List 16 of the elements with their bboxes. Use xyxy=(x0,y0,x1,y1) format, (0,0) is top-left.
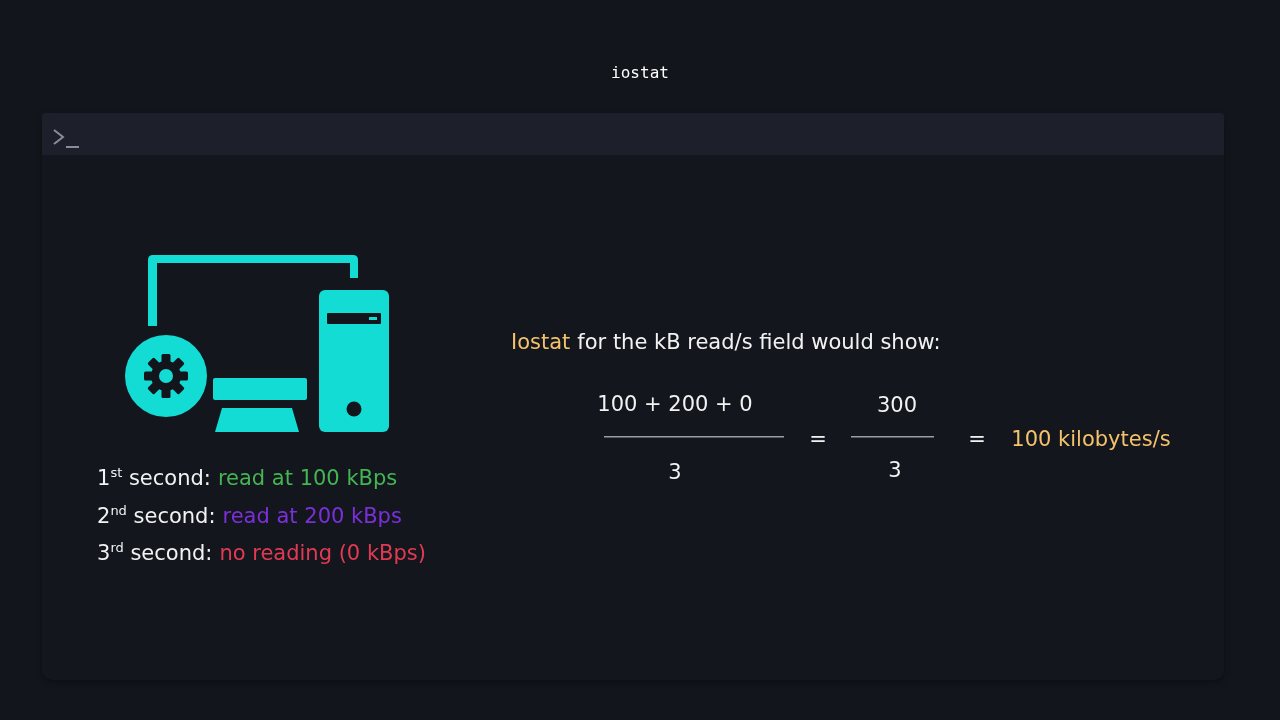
result-value: 100 kilobytes/s xyxy=(1011,426,1171,452)
step-label: 1$^{st}$ second: xyxy=(97,465,211,491)
equals-sign: = xyxy=(809,426,827,452)
step-label: 3$^{rd}$ second: xyxy=(97,540,213,566)
command-name: Iostat xyxy=(511,329,571,355)
reading-value: read at 200 kBps xyxy=(222,503,402,529)
numerator: 300 xyxy=(876,392,918,418)
denominator: 3 xyxy=(668,459,682,485)
equals-sign: = xyxy=(968,426,986,452)
numerator: 100 + 200 + 0 xyxy=(597,391,753,417)
reading-value: no reading (0 kBps) xyxy=(219,540,426,566)
reading-value: read at 100 kBps xyxy=(217,465,398,491)
description-text: for the kB read/s field would show: xyxy=(577,329,941,355)
title: iostat xyxy=(611,63,669,82)
step-label: 2$^{nd}$ second: xyxy=(97,503,216,529)
denominator: 3 xyxy=(888,457,902,483)
